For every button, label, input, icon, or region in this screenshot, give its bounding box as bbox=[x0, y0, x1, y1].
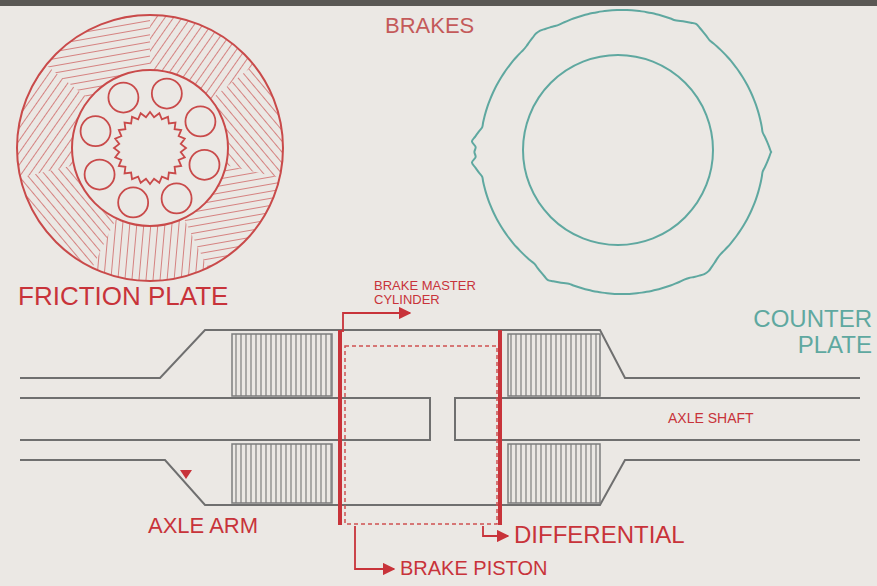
part-label: DIFFERENTIAL bbox=[514, 522, 754, 548]
part-label: BRAKE MASTER CYLINDER bbox=[374, 279, 492, 308]
part-label: FRICTION PLATE bbox=[18, 282, 278, 311]
part-label: AXLE ARM bbox=[148, 514, 328, 538]
part-label: COUNTER PLATE bbox=[748, 306, 872, 359]
diagram-title: BRAKES bbox=[385, 14, 525, 38]
part-label: AXLE SHAFT bbox=[668, 411, 788, 426]
part-label: BRAKE PISTON bbox=[400, 557, 600, 579]
